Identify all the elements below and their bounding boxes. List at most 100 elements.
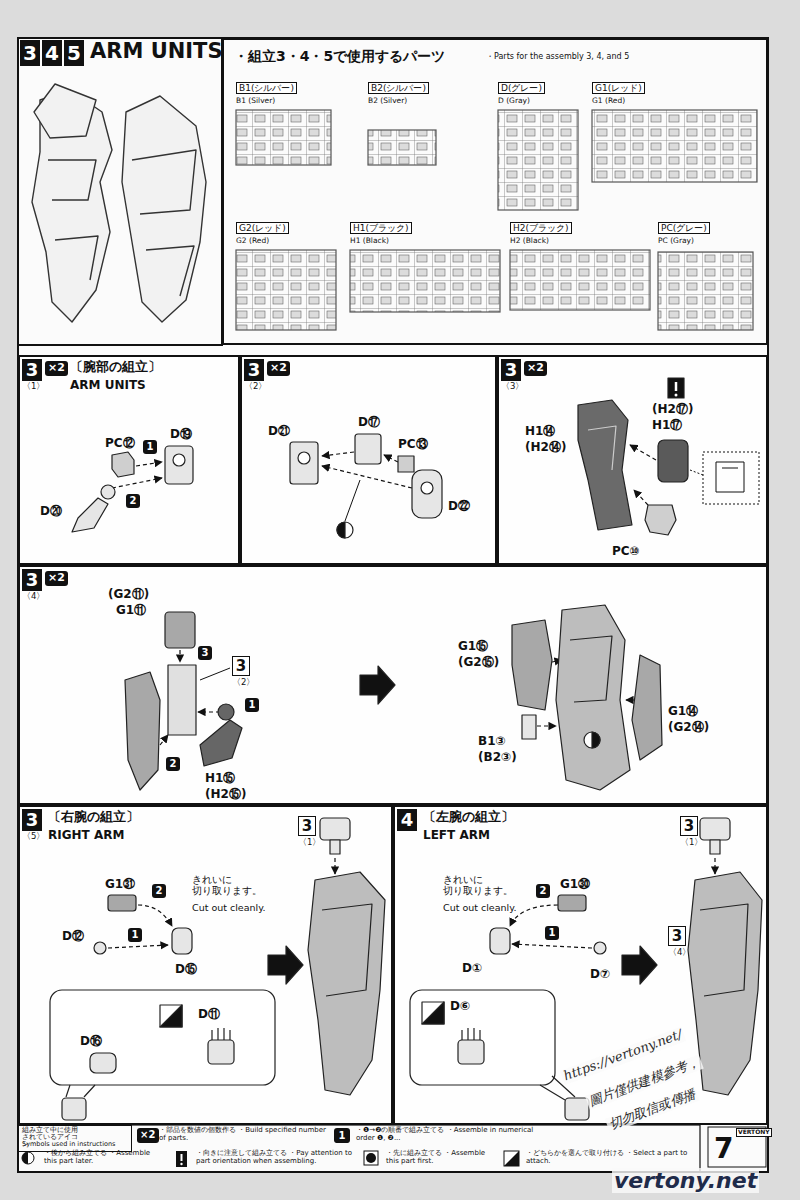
step-number: 3 [22,569,42,591]
runner-name: B1(シルバー) [236,82,297,94]
legend-entry: ・向きに注意して組み立てる ・Pay attention to part ori… [172,1150,358,1172]
brand-mark: VERTONY [736,1128,772,1137]
substep-number: 〈2〉 [232,678,255,688]
part-callout: G1㉚ [560,878,590,892]
step-heading: 〔右腕の組立〕 [48,810,139,825]
step-panel: 3〈5〉〔右腕の組立〕RIGHT ARM [18,805,393,1125]
runner-color: B1 (Silver) [236,97,275,106]
step-order-badge: 1 [128,928,142,942]
part-callout: D① [462,962,482,976]
assembly-number: 5 [64,40,84,66]
cutting-note: Cut out cleanly. [192,903,282,914]
panel-heading: ・組立3・4・5で使用するパーツ [234,48,445,64]
cutting-note: きれいに 切り取ります。 [192,875,266,897]
runner-tag: D(グレー) D (Gray) [498,82,588,110]
part-callout: PC⑫ [105,437,135,451]
runner-color: D (Gray) [498,97,530,106]
step-panel: 3〈1〉×2〔腕部の組立〕ARM UNITS [18,355,240,565]
part-callout: D⑫ [62,930,84,944]
part-callout: H1⑮ [205,772,235,786]
part-callout: G1⑪ [116,604,146,618]
legend-text: ・部品を数値の個数作る ・Build specified number of p… [159,1127,329,1142]
part-callout: (H2⑰) [652,403,693,417]
part-callout: D⑥ [450,1000,470,1014]
legend-entry: ・どちらかを選んで取り付ける ・Select a part to attach. [502,1150,698,1172]
part-callout: D⑪ [198,1008,220,1022]
legend-text: ・どちらかを選んで取り付ける ・Select a part to attach. [526,1150,696,1165]
page-number: 7 [714,1133,733,1165]
step-number: 3 [22,809,42,831]
substep-number: 〈5〉 [22,832,45,842]
part-callout: B1③ [478,735,506,749]
part-callout: D⑰ [358,416,380,430]
step-order-badge: 1 [545,926,559,940]
substep-number: 〈4〉 [22,592,45,602]
runner-name: PC(グレー) [658,222,710,234]
runner-name: H2(ブラック) [510,222,572,234]
page-title: ARM UNITS [90,39,223,63]
step-heading: 〔左腕の組立〕 [423,810,514,825]
part-callout: (G2⑭) [668,721,709,735]
step-reference: 3 [668,926,686,946]
count-badge: ×2 [45,361,68,376]
step-panel: 3〈2〉×2 [240,355,497,565]
part-callout: G1⑭ [668,705,698,719]
step-heading-english: LEFT ARM [423,829,490,843]
step-panel: 3〈3〉×2 [497,355,768,565]
part-callout: H1⑭ [525,425,555,439]
cutting-note: Cut out cleanly. [443,903,533,914]
step-number: 3 [244,359,264,381]
substep-number: 〈3〉 [501,382,524,392]
part-callout: (G2⑮) [458,656,499,670]
watermark: vertony.net [612,1168,759,1193]
legend-entry: ・後から組み立てる ・Assemble this part later. [20,1150,166,1172]
count-badge: ×2 [267,361,290,376]
runner-name: H1(ブラック) [350,222,412,234]
assembly-number: 4 [42,40,62,66]
legend-entry: ・先に組み立てる ・Assemble this part first. [362,1150,498,1172]
substep-number: 〈1〉 [298,838,321,848]
step-order-badge: 2 [152,884,166,898]
legend-entry: ・❶→❷の順番で組み立てる ・Assemble in numerical ord… [332,1127,538,1149]
runner-color: H2 (Black) [510,237,549,246]
part-callout: D⑮ [175,963,197,977]
substep-number: 〈2〉 [244,382,267,392]
legend-heading: 組み立て中に使用されているアイコンSymbols used in instruc… [18,1125,132,1152]
step-heading-english: ARM UNITS [70,379,146,393]
part-callout: D⑲ [170,428,192,442]
runner-color: G2 (Red) [236,237,269,246]
part-callout: D⑦ [590,968,610,982]
runner-tag: H2(ブラック) H2 (Black) [510,222,620,250]
runner-name: G2(レッド) [236,222,289,234]
part-callout: PC⑬ [398,438,428,452]
legend-text: ・❶→❷の順番で組み立てる ・Assemble in numerical ord… [356,1127,536,1142]
part-callout: (H2⑮) [205,788,246,802]
runner-color: PC (Gray) [658,237,694,246]
assembly-number: 3 [20,40,40,66]
runner-name: D(グレー) [498,82,545,94]
part-callout: D㉑ [268,425,290,439]
step-order-badge: 3 [198,646,212,660]
count-badge: ×2 [45,571,68,586]
legend-text: ・先に組み立てる ・Assemble this part first. [386,1150,496,1165]
step-order-badge: 2 [126,494,140,508]
runner-name: G1(レッド) [592,82,645,94]
step-reference: 3 [298,816,316,836]
legend-text: ・向きに注意して組み立てる ・Pay attention to part ori… [196,1150,356,1165]
part-callout: D㉒ [448,500,470,514]
runner-name: B2(シルバー) [368,82,429,94]
step-reference: 3 [680,816,698,836]
part-callout: (G2⑪) [108,588,149,602]
cutting-note: きれいに 切り取ります。 [443,875,517,897]
part-callout: G1⑮ [458,640,488,654]
parts-panel: ・組立3・4・5で使用するパーツ ・Parts for the assembly … [222,38,768,345]
step-number: 3 [22,359,42,381]
runner-tag: B1(シルバー) B1 (Silver) [236,82,336,110]
part-callout: H1⑰ [652,419,682,433]
runner-color: H1 (Black) [350,237,389,246]
runner-tag: PC(グレー) PC (Gray) [658,222,758,250]
runner-tag: H1(ブラック) H1 (Black) [350,222,460,250]
legend-heading-english: Symbols used in instructions [22,1141,115,1148]
runner-tag: B2(シルバー)B2 (Silver) [368,82,468,110]
panel-heading-english: ・Parts for the assembly 3, 4, and 5 [486,52,629,61]
